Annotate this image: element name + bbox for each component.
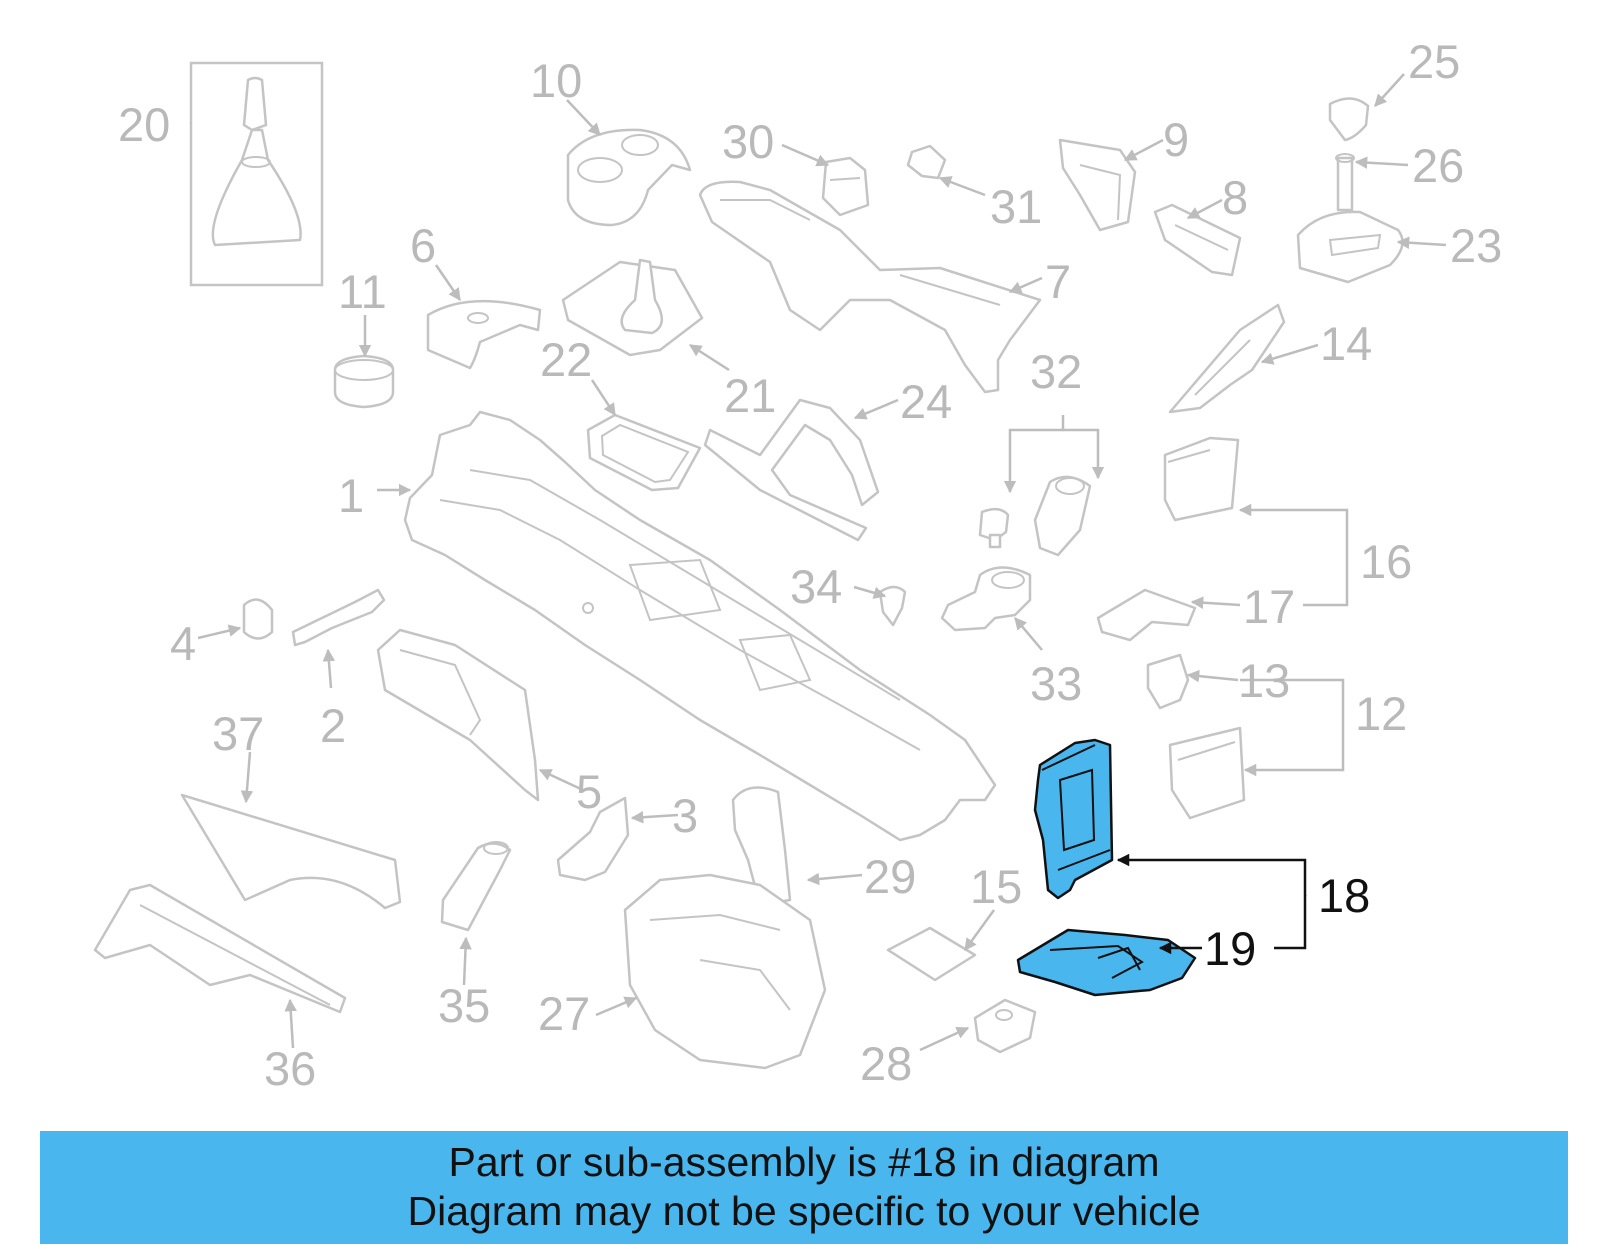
banner-line-disclaimer: Diagram may not be specific to your vehi… (407, 1188, 1201, 1234)
part-19-highlighted[interactable] (1016, 928, 1197, 997)
part-15-pad[interactable] (886, 926, 977, 982)
callout-23: 23 (1450, 219, 1502, 272)
banner-line-part-info: Part or sub-assembly is #18 in diagram (448, 1139, 1160, 1185)
part-33-socket[interactable] (940, 566, 1032, 632)
parts-diagram: 20 10 30 31 9 8 25 26 23 7 14 6 11 21 22… (93, 35, 1502, 1095)
part-31-bulb[interactable] (906, 144, 947, 180)
callout-27: 27 (538, 987, 590, 1040)
part-20-shift-boot[interactable] (189, 61, 324, 287)
part-4-plug[interactable] (242, 598, 274, 640)
callout-10: 10 (530, 54, 582, 107)
part-23-shifter-plate[interactable] (1296, 210, 1404, 284)
callout-21: 21 (724, 369, 776, 422)
callout-24: 24 (900, 375, 952, 428)
callout-5: 5 (576, 765, 602, 818)
callout-9: 9 (1163, 113, 1189, 166)
part-17-bracket[interactable] (1096, 588, 1197, 642)
callout-1: 1 (338, 469, 364, 522)
part-25-knob[interactable] (1328, 97, 1370, 142)
callout-25: 25 (1408, 35, 1460, 88)
part-6-cover[interactable] (426, 299, 542, 370)
info-banner: Part or sub-assembly is #18 in diagram D… (40, 1131, 1568, 1244)
part-22-frame[interactable] (586, 413, 702, 492)
part-8-trim[interactable] (1153, 203, 1242, 277)
part-37-long-trim[interactable] (180, 793, 402, 910)
part-30-clip[interactable] (821, 156, 870, 217)
part-7-rear-panel[interactable] (698, 180, 1042, 394)
part-11-round[interactable] (333, 354, 395, 409)
callout-30: 30 (722, 115, 774, 168)
callout-3: 3 (672, 789, 698, 842)
callout-29: 29 (864, 850, 916, 903)
callout-4: 4 (170, 617, 196, 670)
part-28-clip[interactable] (973, 998, 1037, 1054)
callout-12: 12 (1355, 687, 1407, 740)
part-24-gasket[interactable] (703, 398, 880, 542)
callout-11: 11 (338, 265, 387, 318)
callout-7: 7 (1045, 255, 1071, 308)
callout-26: 26 (1412, 139, 1464, 192)
callout-16: 16 (1360, 535, 1412, 588)
callout-13: 13 (1238, 654, 1290, 707)
part-32-connectors[interactable] (978, 475, 1092, 557)
callout-34: 34 (790, 560, 842, 613)
leader-lines (190, 73, 1447, 1052)
part-13-block[interactable] (1146, 653, 1190, 710)
part-5-side-panel[interactable] (376, 628, 540, 802)
part-36-rail[interactable] (93, 883, 347, 1014)
part-9-bracket[interactable] (1058, 138, 1137, 232)
part-3-bracket[interactable] (556, 796, 630, 882)
part-12-trim[interactable] (1168, 726, 1246, 820)
callout-2: 2 (320, 699, 346, 752)
callout-14: 14 (1320, 317, 1372, 370)
callout-37: 37 (212, 707, 264, 760)
leader-lines-highlighted (1116, 853, 1307, 955)
callout-28: 28 (860, 1037, 912, 1090)
callout-6: 6 (410, 219, 436, 272)
part-21-boot-frame[interactable] (561, 258, 704, 357)
callout-8: 8 (1222, 171, 1248, 224)
callout-17: 17 (1243, 580, 1295, 633)
callout-31: 31 (990, 180, 1042, 233)
part-26-shaft[interactable] (1335, 153, 1355, 212)
part-35-lighter[interactable] (440, 841, 512, 932)
part-27-handbrake[interactable] (623, 873, 827, 1070)
part-1-center-console[interactable] (403, 410, 997, 842)
part-10-cup-holder[interactable] (566, 128, 692, 227)
part-34-clip[interactable] (878, 585, 907, 627)
callout-20: 20 (118, 98, 170, 151)
callout-22: 22 (540, 333, 592, 386)
callout-32: 32 (1030, 345, 1082, 398)
callout-33: 33 (1030, 657, 1082, 710)
part-2-bracket[interactable] (291, 588, 386, 647)
callout-35: 35 (438, 979, 490, 1032)
callout-36: 36 (264, 1042, 316, 1095)
callout-15: 15 (970, 860, 1022, 913)
part-18-highlighted[interactable] (1033, 738, 1114, 900)
callout-labels: 20 10 30 31 9 8 25 26 23 7 14 6 11 21 22… (118, 35, 1502, 1095)
callout-18: 18 (1318, 869, 1370, 922)
part-16-trim-piece[interactable] (1163, 436, 1240, 522)
part-14-side-trim[interactable] (1168, 303, 1286, 414)
callout-19: 19 (1204, 922, 1256, 975)
